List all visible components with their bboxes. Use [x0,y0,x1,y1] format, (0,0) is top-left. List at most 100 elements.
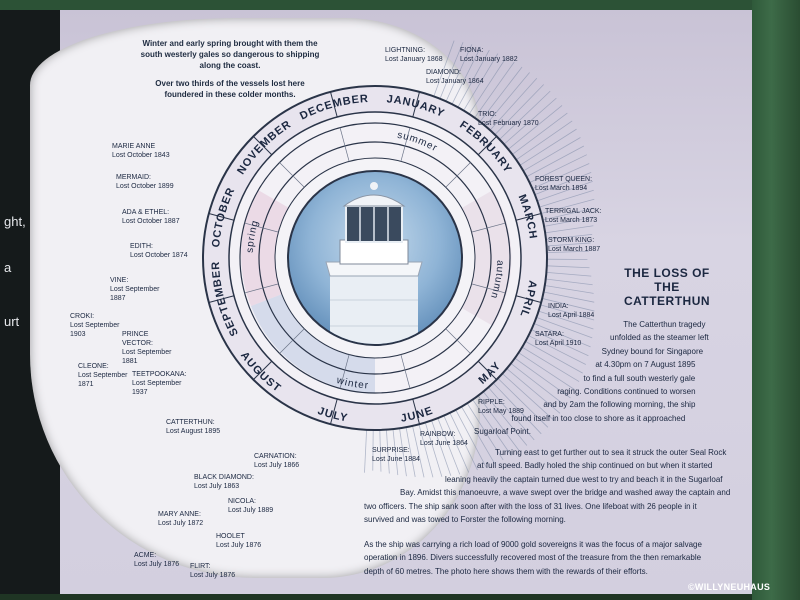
story-paragraph-1: The Catterthun tragedy unfolded as the s… [474,318,709,439]
wreck-entry: CARNATION:Lost July 1866 [254,452,299,470]
wreck-name: RAINBOW: [420,431,456,438]
month-divider [330,398,338,425]
storm-ray [546,271,592,277]
intro-paragraph: Winter and early spring brought with the… [140,39,320,70]
wreck-name: STORM KING: [548,237,595,244]
wreck-name: VINE: [110,277,129,284]
wreck-date: Lost September 1871 [78,372,128,388]
wreck-date: Lost January 1868 [385,56,443,63]
wreck-date: Lost March 1873 [545,217,598,224]
wreck-date: Lost April 1884 [548,312,595,319]
storm-ray [529,154,587,183]
month-divider-inner [445,328,471,354]
wreck-name: FOREST QUEEN: [535,176,593,183]
wreck-name: MARIE ANNE [112,143,156,150]
storm-ray [510,363,566,407]
storm-ray [461,406,496,464]
wreck-entry: INDIA:Lost April 1884 [548,302,594,320]
wreck-name: ACME: [134,552,157,559]
storm-ray [534,172,592,196]
story-line: found itself in too close to shore as it… [511,413,686,423]
wreck-date: Lost July 1889 [228,507,274,514]
wreck-entry: CLEONE:Lost September 1871 [78,362,130,389]
storm-ray [512,112,568,155]
wreck-date: Lost June 1884 [372,456,420,463]
storm-ray [392,429,399,476]
storm-ray [543,216,595,227]
month-divider [253,136,273,156]
storm-ray [542,207,595,221]
wreck-name: ADA & ETHEL: [122,209,170,216]
month-divider-inner [244,283,279,294]
storm-ray [545,225,594,234]
storm-ray [472,399,512,456]
wreck-date: Lost July 1866 [254,462,300,469]
storm-ray [541,198,595,214]
story-line: Sugarloaf Point. [474,427,531,437]
month-divider-inner [471,222,506,233]
storm-ray [482,391,528,446]
story-line: Turning east to get further out to sea i… [495,448,727,457]
wreck-date: Lost July 1872 [158,520,204,527]
storm-ray [516,120,573,161]
storm-ray [521,346,580,382]
intro-text: Winter and early spring brought with the… [140,38,320,107]
storm-ray [437,417,461,475]
wreck-name: TRIO: [478,111,497,118]
wreck-name: NICOLA: [228,498,257,505]
storm-ray [537,180,593,202]
wreck-entry: ADA & ETHEL:Lost October 1887 [122,208,180,226]
storm-ray [494,84,544,135]
storm-ray [538,310,594,330]
wreck-date: Lost October 1899 [116,183,174,190]
storm-ray [399,428,407,477]
month-divider-inner [339,354,350,389]
wreck-entry: RAINBOW: Lost June 1864 [420,430,468,448]
month-divider [515,295,542,303]
wreck-entry: MARY ANNE: Lost July 1872 [158,510,203,528]
storm-ray [533,323,591,348]
storm-ray [546,242,591,247]
wreck-entry: CATTERTHUN:Lost August 1895 [166,418,220,436]
storm-ray [463,53,499,111]
wreck-name: SATARA: [535,331,564,338]
wreck-date: Lost October 1874 [130,252,188,259]
wreck-entry: ACME:Lost July 1876 [134,551,179,569]
storm-ray [545,234,593,240]
wreck-entry: BLACK DIAMOND:Lost July 1863 [194,473,254,491]
season-ring-inner [258,141,492,375]
storm-ray [466,403,504,461]
wreck-name: DIAMOND: [426,69,461,76]
panel-title: THE LOSS OF THE CATTERTHUN [623,266,711,308]
lighthouse-tower [330,268,418,344]
month-divider [208,295,235,303]
storm-ray [445,44,473,102]
wreck-entry: MARIE ANNE Lost October 1843 [112,142,170,160]
wreck-name: BLACK DIAMOND: [194,474,254,481]
wreck-name: MARY ANNE: [158,511,201,518]
wreck-entry: STORM KING:Lost March 1887 [548,236,600,254]
wreck-date: Lost October 1843 [112,152,170,159]
wreck-entry: FOREST QUEEN:Lost March 1894 [535,175,592,193]
storm-ray [451,46,482,105]
wreck-name: CATTERTHUN: [166,419,215,426]
month-divider-inner [400,127,411,162]
storm-ray [508,105,563,150]
sign-frame-right [752,0,800,600]
wreck-name: TEETPOOKANA: [132,371,187,378]
storm-ray [379,429,382,472]
storm-ray [546,250,589,253]
story-line: survived and was towed to Forster the fo… [364,515,566,525]
wreck-name: PRINCE VECTOR: [122,331,153,347]
wreck-date: Lost May 1889 [478,408,524,415]
storm-ray [531,329,589,357]
month-divider [330,91,338,118]
month-divider [412,398,420,425]
lantern-dome [342,194,406,207]
wreck-entry: SATARA:Lost April 1910 [535,330,581,348]
wreck-date: Lost June 1864 [420,440,468,447]
month-divider-inner [244,222,279,233]
storm-ray [424,422,443,477]
wreck-entry: VINE:Lost September 1887 [110,276,162,303]
